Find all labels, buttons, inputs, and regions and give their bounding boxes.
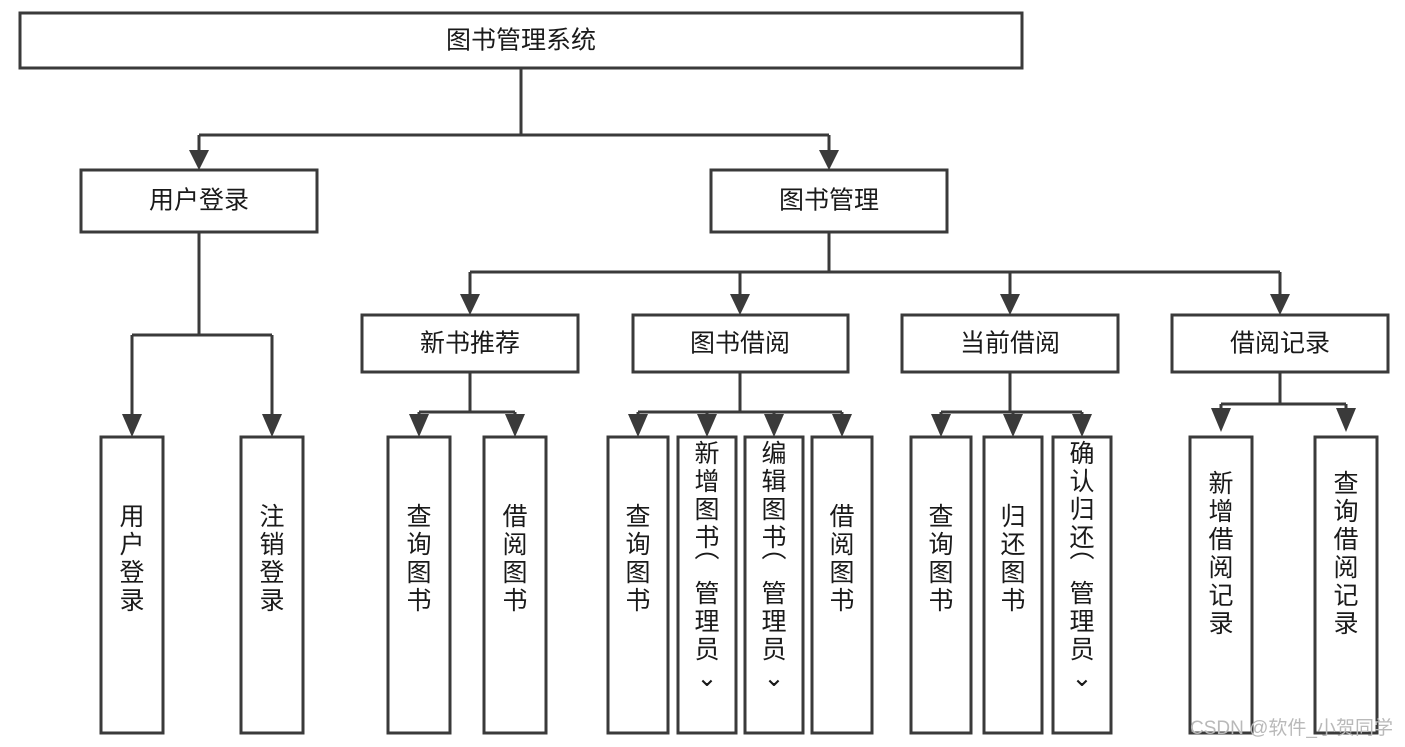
node-leaf-edit-book[interactable]: 编辑图书⌒管理员⌄ [743, 435, 805, 735]
user-login-box[interactable] [79, 168, 319, 234]
node-leaf-query-book-2[interactable]: 查询图书 [606, 435, 670, 735]
arrow-leaf-return-book [1003, 414, 1023, 437]
leaf-borrow-book-1-box[interactable] [482, 435, 548, 735]
user-login-label: 用户登录 [149, 187, 249, 215]
book-borrow-box[interactable] [631, 313, 850, 374]
leaf-borrow-book-2-box[interactable] [810, 435, 874, 735]
leaf-add-book-label: 新增图书⌒管理员⌄ [694, 440, 719, 692]
leaf-query-record-box[interactable] [1313, 435, 1379, 735]
leaf-add-record-box[interactable] [1188, 435, 1254, 735]
arrow-leaf-logout [262, 414, 282, 437]
connector-layer [122, 68, 1356, 437]
arrow-leaf-borrow-book-2 [832, 414, 852, 437]
csdn-watermark: CSDN @软件_小贺同学 [1190, 717, 1393, 739]
leaf-query-book-2-label: 查询图书 [625, 503, 650, 615]
borrow-record-label: 借阅记录 [1230, 330, 1330, 358]
arrow-leaf-query-book-1 [409, 414, 429, 437]
leaf-logout-label: 注销登录 [259, 503, 284, 615]
borrow-record-box[interactable] [1170, 313, 1390, 374]
leaf-add-book-box[interactable] [676, 435, 738, 735]
root-label: 图书管理系统 [446, 27, 596, 55]
arrow-to-current-borrow [1000, 294, 1020, 315]
node-book-manage[interactable]: 图书管理 [709, 168, 949, 234]
node-leaf-query-book-1[interactable]: 查询图书 [386, 435, 452, 735]
node-leaf-borrow-book-2[interactable]: 借阅图书 [810, 435, 874, 735]
node-leaf-logout[interactable]: 注销登录 [239, 435, 305, 735]
leaf-query-book-1-label: 查询图书 [406, 503, 431, 615]
leaf-confirm-return-box[interactable] [1051, 435, 1113, 735]
arrow-leaf-add-book [697, 414, 717, 437]
node-user-login[interactable]: 用户登录 [79, 168, 319, 234]
node-root[interactable]: 图书管理系统 [18, 11, 1024, 70]
arrow-to-book-borrow [730, 294, 750, 315]
node-leaf-add-book[interactable]: 新增图书⌒管理员⌄ [676, 435, 738, 735]
leaf-add-record-label: 新增借阅记录 [1208, 470, 1233, 638]
node-leaf-borrow-book-1[interactable]: 借阅图书 [482, 435, 548, 735]
node-leaf-user-login[interactable]: 用户登录 [99, 435, 165, 735]
arrow-leaf-query-record [1336, 408, 1356, 432]
root-box[interactable] [18, 11, 1024, 70]
leaf-query-record-label: 查询借阅记录 [1333, 470, 1358, 638]
leaf-query-book-2-box[interactable] [606, 435, 670, 735]
book-manage-label: 图书管理 [779, 187, 879, 215]
leaf-query-book-3-box[interactable] [909, 435, 973, 735]
arrow-to-borrow-record [1270, 294, 1290, 315]
leaf-edit-book-label: 编辑图书⌒管理员⌄ [761, 440, 786, 692]
leaf-query-book-3-label: 查询图书 [928, 503, 953, 615]
book-borrow-label: 图书借阅 [690, 330, 790, 358]
arrow-leaf-query-book-3 [931, 414, 951, 437]
node-leaf-return-book[interactable]: 归还图书 [982, 435, 1044, 735]
leaf-query-book-1-box[interactable] [386, 435, 452, 735]
node-current-borrow[interactable]: 当前借阅 [900, 313, 1120, 374]
arrow-leaf-borrow-book-1 [505, 414, 525, 437]
leaf-return-book-box[interactable] [982, 435, 1044, 735]
leaf-borrow-book-2-label: 借阅图书 [829, 503, 854, 615]
leaf-borrow-book-1-label: 借阅图书 [502, 503, 527, 615]
arrow-to-user-login [189, 150, 209, 170]
node-leaf-query-book-3[interactable]: 查询图书 [909, 435, 973, 735]
node-leaf-add-record[interactable]: 新增借阅记录 [1188, 435, 1254, 735]
leaf-confirm-return-label: 确认归还⌒管理员⌄ [1069, 440, 1094, 692]
node-book-borrow[interactable]: 图书借阅 [631, 313, 850, 374]
arrow-leaf-query-book-2 [628, 414, 648, 437]
leaf-user-login-label: 用户登录 [119, 503, 144, 615]
leaf-user-login-box[interactable] [99, 435, 165, 735]
book-manage-box[interactable] [709, 168, 949, 234]
leaf-edit-book-box[interactable] [743, 435, 805, 735]
arrow-to-new-book-rec [460, 294, 480, 315]
arrow-to-book-manage [819, 150, 839, 170]
leaf-logout-box[interactable] [239, 435, 305, 735]
new-book-rec-label: 新书推荐 [420, 330, 520, 358]
arrow-leaf-confirm-return [1072, 414, 1092, 437]
node-new-book-rec[interactable]: 新书推荐 [360, 313, 580, 374]
node-leaf-query-record[interactable]: 查询借阅记录 [1313, 435, 1379, 735]
leaf-return-book-label: 归还图书 [1000, 503, 1025, 615]
arrow-leaf-user-login [122, 414, 142, 437]
new-book-rec-box[interactable] [360, 313, 580, 374]
node-leaf-confirm-return[interactable]: 确认归还⌒管理员⌄ [1051, 435, 1113, 735]
node-borrow-record[interactable]: 借阅记录 [1170, 313, 1390, 374]
arrow-leaf-add-record [1211, 408, 1231, 432]
current-borrow-box[interactable] [900, 313, 1120, 374]
arrow-leaf-edit-book [764, 414, 784, 437]
current-borrow-label: 当前借阅 [960, 330, 1060, 358]
